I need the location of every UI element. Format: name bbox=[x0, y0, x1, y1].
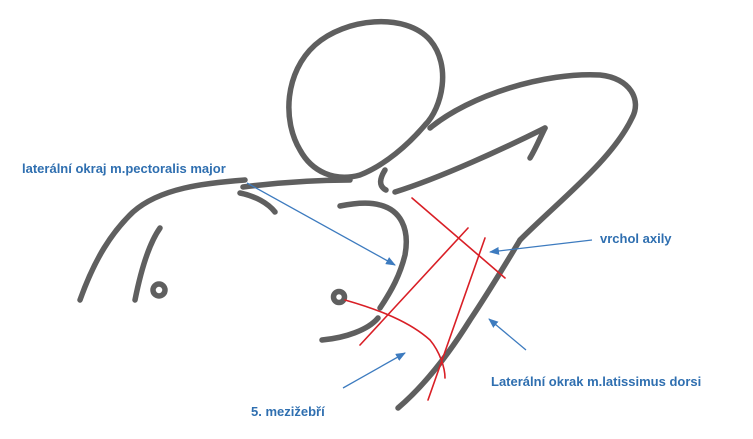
intercostal-arrow bbox=[342, 352, 406, 389]
pectoralis-arrow bbox=[246, 182, 396, 266]
back-fold bbox=[132, 225, 163, 303]
axilla-apex-arrow bbox=[489, 239, 593, 255]
body-outline bbox=[77, 19, 639, 411]
landmark-lines bbox=[344, 197, 506, 401]
collar-fold bbox=[237, 190, 278, 215]
chest-lower bbox=[319, 315, 381, 343]
flank-outline bbox=[395, 237, 523, 411]
arrows bbox=[246, 182, 593, 389]
label-intercostal: 5. mezižebří bbox=[251, 404, 325, 419]
label-pectoralis: laterální okraj m.pectoralis major bbox=[22, 161, 226, 176]
left-nipple bbox=[150, 281, 168, 299]
shoulder-outline bbox=[77, 177, 248, 303]
chest-side bbox=[337, 200, 409, 311]
label-axilla-apex: vrchol axily bbox=[600, 231, 672, 246]
ear-line bbox=[377, 167, 389, 193]
upper-arm-outline bbox=[427, 71, 639, 243]
latissimus-margin-line bbox=[427, 237, 486, 401]
arm-underside bbox=[527, 125, 548, 161]
right-nipple bbox=[330, 288, 348, 306]
latissimus-arrow bbox=[488, 318, 527, 351]
neck-line bbox=[240, 177, 353, 190]
forearm-line bbox=[392, 125, 548, 195]
head-outline bbox=[286, 19, 446, 180]
label-latissimus: Laterální okrak m.latissimus dorsi bbox=[491, 374, 701, 389]
intercostal-line bbox=[344, 299, 446, 379]
pectoralis-margin-line bbox=[359, 227, 469, 346]
